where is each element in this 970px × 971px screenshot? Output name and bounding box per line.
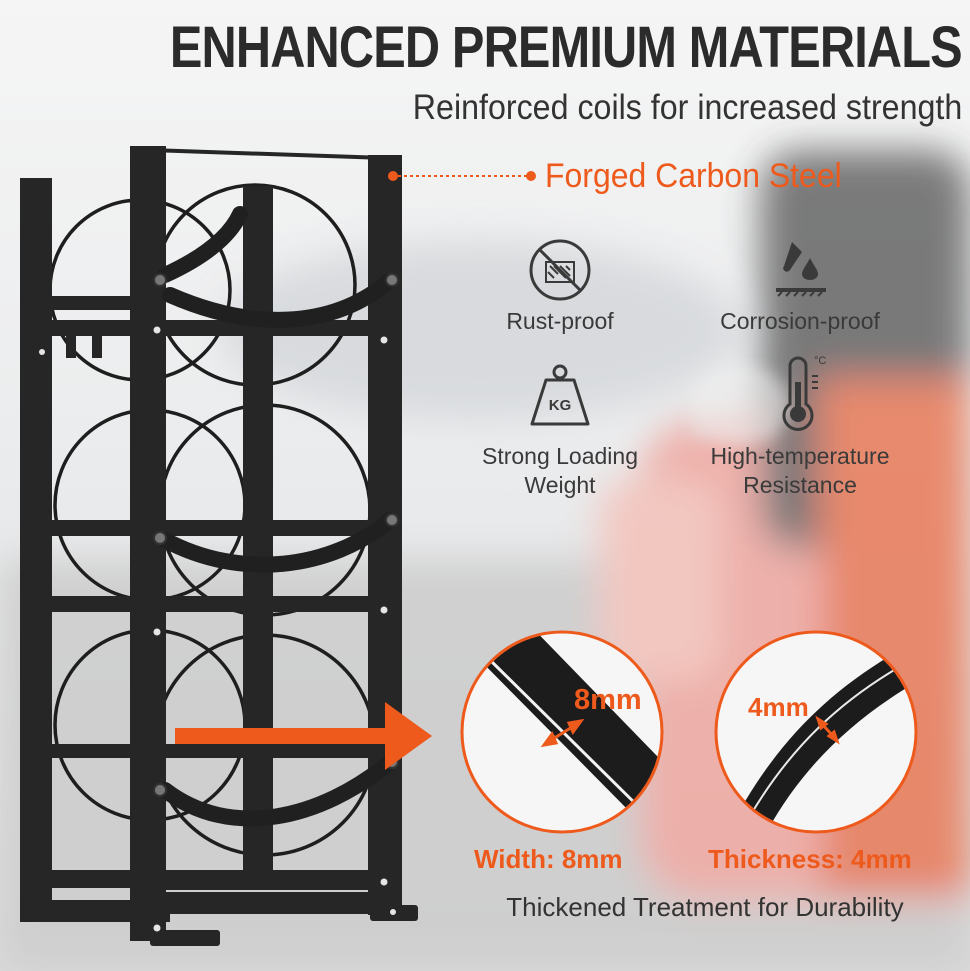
- feature-label: Rust-proof: [506, 308, 614, 334]
- feature-label-line2: Resistance: [743, 472, 857, 498]
- feature-label-line2: Weight: [524, 472, 596, 498]
- feature-label-line1: High-temperature: [710, 443, 890, 469]
- thickness-detail-circle: [714, 630, 918, 834]
- feature-corrosion-proof: Corrosion-proof: [700, 236, 900, 336]
- rust-proof-icon: [529, 239, 591, 301]
- material-callout-label: Forged Carbon Steel: [545, 157, 842, 195]
- durability-caption: Thickened Treatment for Durability: [506, 892, 904, 922]
- feature-label-line1: Strong Loading: [481, 443, 638, 469]
- page-subtitle: Reinforced coils for increased strength: [412, 88, 962, 127]
- width-detail-circle: [460, 630, 664, 834]
- width-label: Width: 8mm: [474, 844, 623, 874]
- corrosion-proof-icon: [776, 242, 826, 297]
- thermometer-icon-text: °C: [814, 355, 826, 367]
- feature-strong-loading-weight: KG Strong Loading Weight: [470, 362, 650, 502]
- page-title: ENHANCED PREMIUM MATERIALS: [170, 15, 963, 80]
- feature-high-temperature-resistance: °C High-temperature Resistance: [700, 352, 900, 502]
- weight-icon-text: KG: [549, 397, 572, 414]
- width-value: 8mm: [574, 684, 642, 716]
- feature-label: Corrosion-proof: [720, 308, 880, 334]
- weight-icon: KG: [530, 364, 590, 426]
- thickness-label: Thickness: 4mm: [708, 844, 912, 874]
- thermometer-icon: °C: [782, 355, 826, 431]
- feature-rust-proof: Rust-proof: [480, 236, 640, 336]
- thickness-value: 4mm: [748, 692, 809, 722]
